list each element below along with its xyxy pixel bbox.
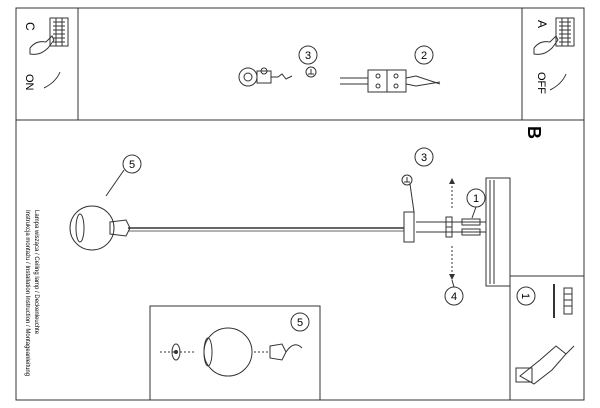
panel-c-state: ON [23,74,35,91]
switch-icon [49,17,69,47]
step-1-label: 1 [466,188,486,219]
step-number-5b: 5 [297,317,303,329]
step-number-4: 4 [451,291,457,303]
step-3-top: 3 [238,45,318,87]
ground-symbol-icon [305,66,317,78]
globe-shade-icon [69,205,115,251]
step-2-top: 2 [340,45,441,93]
lamp-holder-icon [269,343,303,361]
panel-b-letter: B [524,126,544,139]
step-number-3: 3 [305,50,311,62]
caption-line-1: Instrukcja montażu / Installation Instru… [24,210,30,376]
step-number-5: 5 [129,159,135,171]
terminal-block-icon [340,69,441,93]
dowel-screw-icon [416,216,486,238]
dowel-icon [563,287,573,315]
ceiling-plate-icon [238,67,293,87]
panel-a-state: OFF [535,72,547,94]
arrow-icon [43,71,61,89]
step-number-2: 2 [421,50,427,62]
panel-a: A OFF [521,7,585,121]
step-4-label: 4 [444,279,464,306]
panel-c-letter: C [23,22,37,31]
hand-icon [533,35,559,55]
drill-icon [515,345,575,385]
lamp-assembly [69,177,511,287]
step-3-label: 3 [401,147,434,213]
step-number-1: 1 [473,193,479,205]
step-5-label: 5 [105,154,142,197]
sheet-border [15,7,585,401]
switch-icon [555,17,575,47]
hand-icon [29,35,55,55]
canopy-icon [403,211,415,243]
step-number-1b: 1 [519,293,531,299]
globe-shade-icon [203,327,253,377]
step-number-3b: 3 [421,152,427,164]
ground-symbol-icon [401,174,413,186]
panel-a-letter: A [535,20,549,28]
step-5-panel: 5 [149,305,321,401]
caption-line-2: Lampa wisząca / Ceiling lamp / Deckenleu… [33,210,39,335]
arrow-icon [549,73,567,91]
panel-c: C ON [15,7,79,121]
lamp-holder-icon [109,219,131,237]
ceiling-block [485,177,511,287]
step-1-panel: 1 [509,275,585,401]
